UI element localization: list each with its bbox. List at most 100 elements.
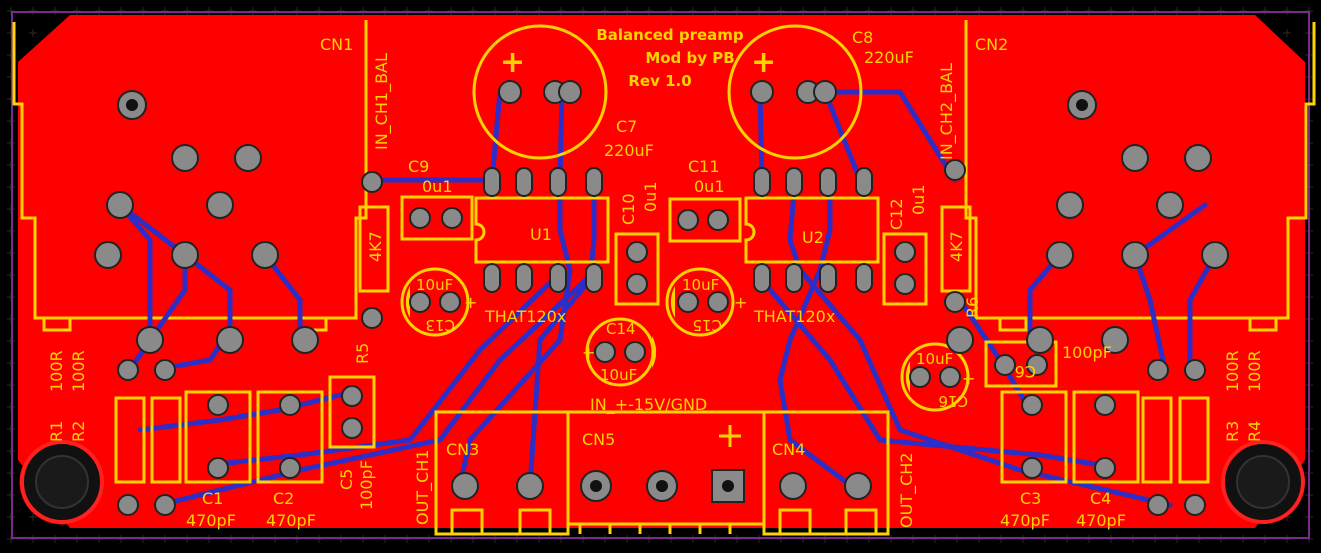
board-outline: [11, 11, 1310, 539]
c16-plus-mark: +: [962, 369, 975, 388]
trace-layer: [117, 89, 1218, 508]
label-out-ch1: OUT_CH1: [413, 450, 433, 525]
label-c9-value: 0u1: [422, 177, 453, 196]
label-c16-value: 10uF: [916, 350, 953, 368]
board-title-line1: Balanced preamp: [596, 26, 744, 44]
label-c3-value: 470pF: [1000, 511, 1050, 530]
c2-outline: [256, 390, 324, 484]
label-c16: C16: [938, 392, 968, 410]
label-layer: Balanced preamp Mod by PB Rev 1.0 CN1 CN…: [47, 26, 1264, 530]
label-c11-value: 0u1: [694, 177, 725, 196]
label-c12: C12: [887, 198, 906, 230]
label-c13: C13: [425, 316, 455, 334]
label-r4: R4: [1245, 421, 1264, 442]
label-c3: C3: [1020, 489, 1041, 508]
c4-outline: [1072, 390, 1140, 484]
label-r2: R2: [69, 421, 88, 442]
label-c4-value: 470pF: [1076, 511, 1126, 530]
label-r3-value: 100R: [1223, 350, 1242, 392]
c8-outline: [727, 24, 863, 160]
label-u2: U2: [802, 228, 824, 247]
label-cn2: CN2: [975, 35, 1008, 54]
silkscreen-layer: [114, 24, 1210, 536]
c5-outline: [328, 375, 376, 449]
label-r5-value: 4K7: [366, 231, 385, 262]
label-c14-value: 10uF: [600, 366, 637, 384]
label-c10-value: 0u1: [641, 182, 660, 213]
c10-outline: [614, 232, 660, 306]
label-c15: C15: [692, 316, 722, 334]
label-u1: U1: [530, 225, 552, 244]
r4-outline: [1178, 396, 1210, 484]
mounting-hole-left: [19, 439, 105, 525]
label-c7-value: 220uF: [604, 141, 654, 160]
label-out-ch2: OUT_CH2: [897, 453, 917, 528]
r1-outline: [114, 396, 146, 484]
c1-outline: [184, 390, 252, 484]
u1-outline: [474, 196, 610, 264]
label-c2: C2: [273, 489, 294, 508]
label-u1-value: THAT120x: [484, 307, 566, 326]
label-r2-value: 100R: [69, 350, 88, 392]
label-c10: C10: [619, 193, 638, 225]
label-power-in: IN_+-15V/GND: [590, 395, 707, 415]
label-u2-value: THAT120x: [753, 307, 835, 326]
cn4-outline: [762, 410, 890, 536]
label-c7: C7: [616, 117, 637, 136]
label-c12-value: 0u1: [909, 185, 928, 216]
label-cn1: CN1: [320, 35, 353, 54]
copper-pour: [18, 15, 1305, 528]
label-c9: C9: [408, 157, 429, 176]
label-cn4: CN4: [772, 440, 805, 459]
c16-outline: [900, 342, 970, 412]
label-c1-value: 470pF: [186, 511, 236, 530]
c6-outline: [984, 340, 1058, 388]
label-r6-value: 4K7: [947, 231, 966, 262]
label-c5-value: 100pF: [357, 460, 376, 510]
board-title-line2: Mod by PB: [645, 49, 734, 67]
c15-plus-mark: +: [734, 293, 747, 312]
label-r1: R1: [47, 421, 66, 442]
label-c8: C8: [852, 28, 873, 47]
label-c13-value: 10uF: [416, 276, 453, 294]
c13-plus-mark: +: [464, 293, 477, 312]
u2-outline: [744, 196, 880, 264]
c12-outline: [882, 232, 928, 306]
c7-outline: [472, 24, 608, 160]
label-c8-value: 220uF: [864, 48, 914, 67]
label-r4-value: 100R: [1245, 350, 1264, 392]
mounting-hole-right: [1221, 440, 1305, 524]
label-in-ch1: IN_CH1_BAL: [372, 53, 392, 150]
c9-outline: [400, 195, 474, 241]
label-cn5: CN5: [582, 430, 615, 449]
label-c1: C1: [202, 489, 223, 508]
r5-outline: [358, 205, 390, 293]
c11-outline: [668, 197, 742, 243]
label-c4: C4: [1090, 489, 1111, 508]
c14-plus-mark: +: [582, 343, 595, 362]
label-r3: R3: [1223, 421, 1242, 442]
r2-outline: [150, 396, 182, 484]
r3-outline: [1141, 396, 1173, 484]
label-c2-value: 470pF: [266, 511, 316, 530]
label-c14: C14: [606, 320, 636, 338]
label-c5: C5: [337, 469, 356, 490]
label-r1-value: 100R: [47, 350, 66, 392]
c3-outline: [1000, 390, 1068, 484]
label-c11: C11: [688, 157, 720, 176]
label-cn3: CN3: [446, 440, 479, 459]
label-in-ch2: IN_CH2_BAL: [937, 63, 957, 160]
polarity-marks: [405, 286, 910, 393]
label-c15-value: 10uF: [682, 276, 719, 294]
c15-outline: [665, 267, 735, 337]
pad-layer: [94, 80, 1229, 516]
c8-plus-mark: +: [751, 45, 776, 80]
label-c6-value: 100pF: [1062, 343, 1112, 362]
board-title-line3: Rev 1.0: [628, 72, 691, 90]
r6-outline: [940, 205, 972, 293]
label-r5: R5: [353, 343, 372, 364]
label-r6: R6: [963, 297, 982, 318]
label-c6: C6: [1015, 362, 1036, 381]
